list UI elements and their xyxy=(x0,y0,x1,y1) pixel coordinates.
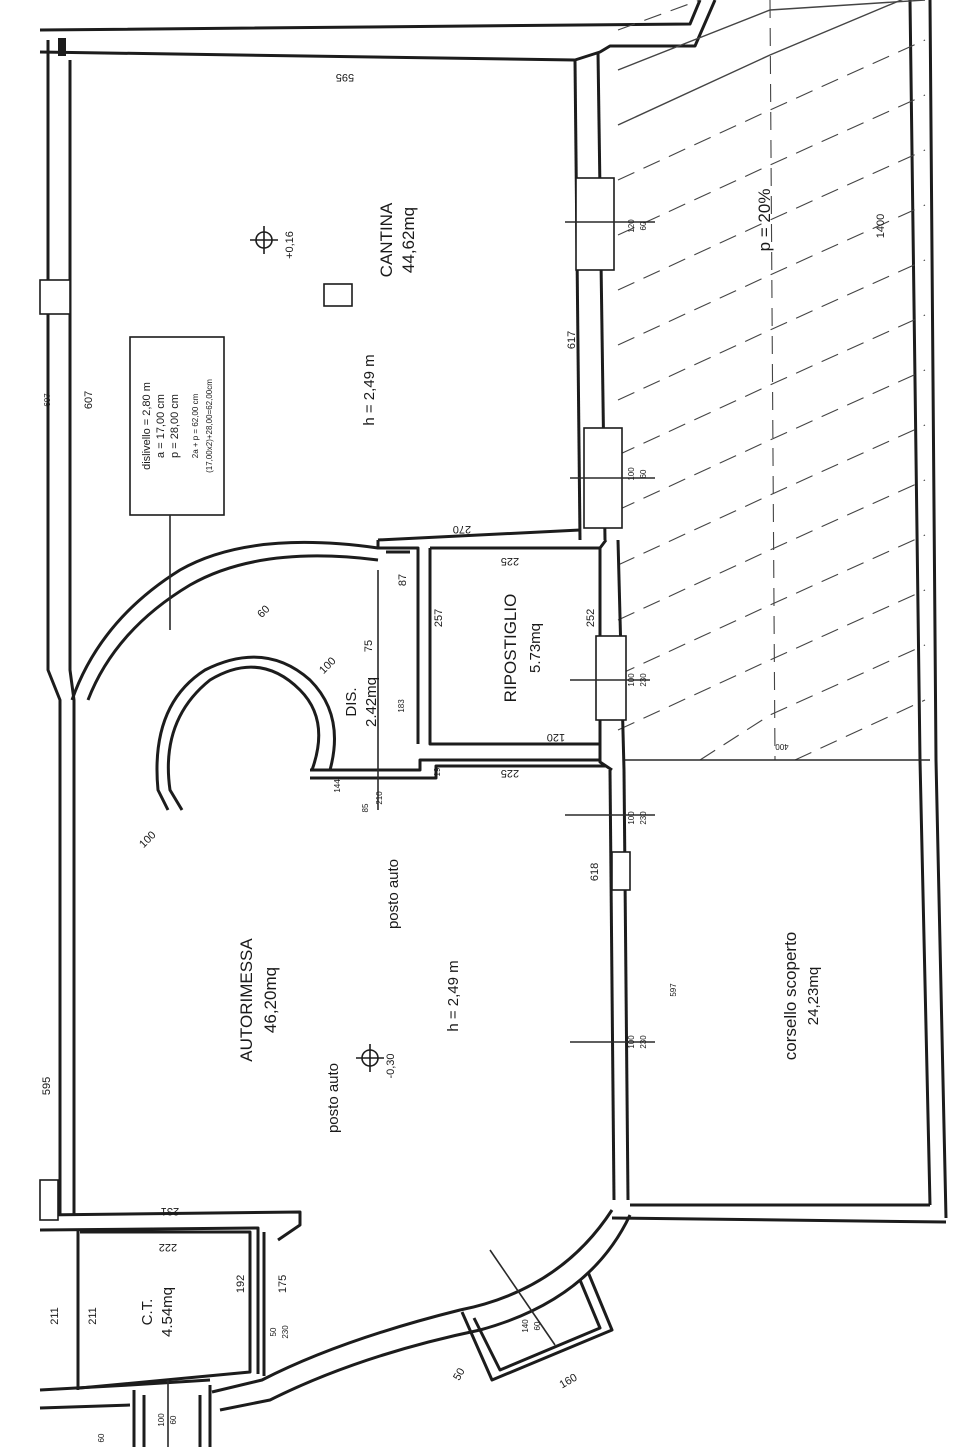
dim-label: 192 xyxy=(235,1275,247,1293)
dim-label: 60 xyxy=(639,221,648,230)
ramp-hatch xyxy=(617,0,930,761)
dim-label: 160 xyxy=(558,1372,580,1392)
cantina-name: CANTINA xyxy=(377,202,396,277)
ct-name: C.T. xyxy=(139,1299,156,1326)
dim-label: 210 xyxy=(375,791,384,805)
dim-label: 400 xyxy=(775,742,789,751)
level-marker-garage xyxy=(356,1044,384,1072)
stair-note-box xyxy=(129,336,225,630)
dim-label: 175 xyxy=(277,1275,289,1293)
stair-note-line4: 2a + p = 62,00 cm xyxy=(191,393,200,458)
level-marker-cantina xyxy=(250,226,278,254)
corner-markers xyxy=(58,38,66,56)
dim-label: 230 xyxy=(639,1035,648,1049)
cantina-level: +0,16 xyxy=(284,231,296,259)
dim-label: 225 xyxy=(501,767,519,779)
dim-label: 252 xyxy=(585,609,597,627)
dim-label: 100 xyxy=(627,811,636,825)
dim-label: 85 xyxy=(361,803,370,812)
dim-label: 100 xyxy=(137,829,158,850)
dim-label: 60 xyxy=(533,1321,542,1330)
dim-label: 100 xyxy=(627,1035,636,1049)
dim-label: 230 xyxy=(639,673,648,687)
dim-label: 597 xyxy=(669,983,678,997)
dim-label: 50 xyxy=(451,1366,468,1383)
interior-walls xyxy=(70,528,626,1447)
dim-label: 120 xyxy=(547,731,565,743)
dis-name: DIS. xyxy=(343,687,360,716)
cantina-height: h = 2,49 m xyxy=(361,354,378,425)
windows xyxy=(39,177,631,1382)
stair-note-line1: dislivello = 2,80 m xyxy=(141,382,153,470)
dim-label: 225 xyxy=(501,555,519,567)
dim-label: 607 xyxy=(83,391,95,409)
dim-label: 230 xyxy=(639,811,648,825)
dim-label: 75 xyxy=(363,640,375,652)
dim-label: 50 xyxy=(269,1327,278,1336)
dimension-labels: 595 607 607 617 270 225 225 257 252 120 … xyxy=(41,71,887,1442)
corsello-area: 24,23mq xyxy=(805,967,822,1025)
dim-label: 183 xyxy=(397,699,406,713)
ripostiglio-area: 5.73mq xyxy=(527,623,544,673)
outer-walls xyxy=(39,0,948,1412)
dim-label: 595 xyxy=(336,71,354,83)
dim-label: 19 xyxy=(433,767,442,776)
dim-label: 100 xyxy=(317,655,338,676)
autorimessa-name: AUTORIMESSA xyxy=(237,938,256,1062)
dim-label: 100 xyxy=(627,467,636,481)
corsello-name: corsello scoperto xyxy=(781,932,800,1061)
dim-label: 60 xyxy=(639,469,648,478)
parking-label-1: posto auto xyxy=(385,859,402,929)
stair-note-line2: a = 17,00 cm xyxy=(155,394,167,458)
dim-label: 617 xyxy=(566,331,578,349)
ct-area: 4.54mq xyxy=(159,1287,176,1337)
dim-label: 100 xyxy=(627,673,636,687)
stair-note-line5: (17,00x2)+28,00=62,00cm xyxy=(205,379,214,473)
autorimessa-area: 46,20mq xyxy=(261,967,280,1033)
dim-label: 60 xyxy=(255,603,272,620)
dim-label: 231 xyxy=(161,1205,179,1217)
dim-label: 60 xyxy=(169,1415,178,1424)
dimension-ticks xyxy=(167,221,655,1447)
dim-label: 222 xyxy=(159,1241,177,1253)
stair-note-line3: p = 28,00 cm xyxy=(169,394,181,458)
autorimessa-level: -0,30 xyxy=(385,1053,397,1078)
cantina-area: 44,62mq xyxy=(399,207,418,273)
dim-label: 120 xyxy=(627,219,636,233)
drain-square xyxy=(323,283,353,307)
dim-label: 595 xyxy=(41,1077,53,1095)
autorimessa-height: h = 2,49 m xyxy=(445,960,462,1031)
dim-label: 140 xyxy=(521,1319,530,1333)
dim-label: 211 xyxy=(87,1307,99,1325)
dim-label: 618 xyxy=(589,863,601,881)
dim-label: 100 xyxy=(157,1413,166,1427)
dis-area: 2.42mq xyxy=(363,677,380,727)
dim-label: 270 xyxy=(453,523,471,535)
parking-label-2: posto auto xyxy=(325,1063,342,1133)
dim-label: 144 xyxy=(333,779,342,793)
dim-label: 1400 xyxy=(875,214,887,238)
dim-label: 230 xyxy=(281,1325,290,1339)
dim-label: 87 xyxy=(397,574,409,586)
dim-label: 607 xyxy=(43,393,52,407)
ripostiglio-name: RIPOSTIGLIO xyxy=(501,594,520,703)
dim-label: 211 xyxy=(49,1307,61,1325)
dim-label: 257 xyxy=(433,609,445,627)
ramp-slope: p = 20% xyxy=(755,189,774,252)
dim-label: 60 xyxy=(97,1433,106,1442)
